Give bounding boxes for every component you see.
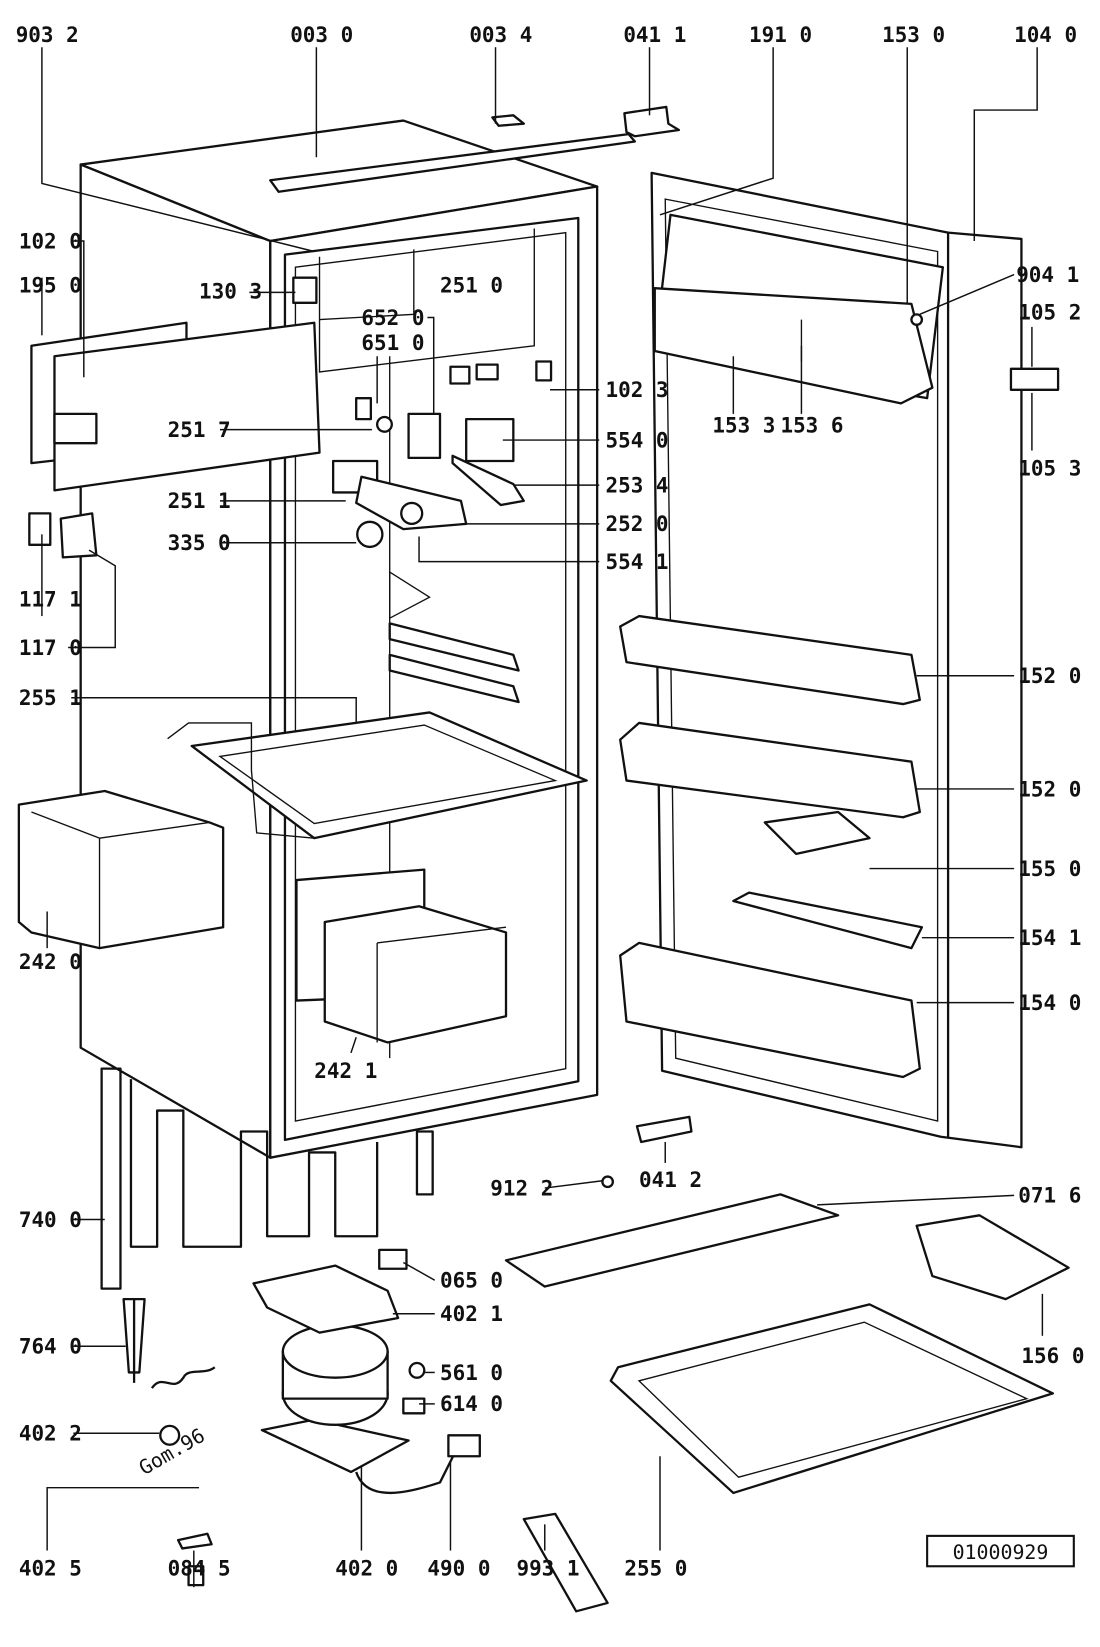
part-label: 554 0 bbox=[606, 428, 669, 452]
leader-lines bbox=[41, 47, 1044, 1588]
part-label: 041 2 bbox=[639, 1168, 702, 1192]
part-label: 117 0 bbox=[19, 636, 82, 660]
door-shelves bbox=[619, 614, 924, 1079]
part-label: 065 0 bbox=[440, 1269, 503, 1293]
part-label: 912 2 bbox=[490, 1176, 553, 1200]
part-label: 041 1 bbox=[623, 23, 686, 47]
part-label: 084 5 bbox=[168, 1557, 231, 1581]
part-label: 152 0 bbox=[1018, 777, 1081, 801]
drawing-code: 01000929 bbox=[953, 1541, 1049, 1564]
part-label: 402 2 bbox=[19, 1422, 82, 1446]
part-label: 104 0 bbox=[1014, 23, 1077, 47]
part-label: 614 0 bbox=[440, 1392, 503, 1416]
bottom-parts bbox=[504, 1115, 1070, 1613]
part-label: 335 0 bbox=[168, 531, 231, 555]
leader-line bbox=[659, 47, 774, 216]
leader-line bbox=[71, 697, 357, 723]
part-label: 740 0 bbox=[19, 1208, 82, 1232]
part-label: 102 3 bbox=[606, 378, 669, 402]
part-label: 255 0 bbox=[624, 1557, 687, 1581]
leader-line bbox=[544, 1180, 603, 1189]
part-label: 155 0 bbox=[1018, 857, 1081, 881]
hinge-041-1 bbox=[623, 105, 681, 138]
drawing-code-box bbox=[926, 1534, 1075, 1568]
part-label: 561 0 bbox=[440, 1361, 503, 1385]
leader-line bbox=[68, 549, 116, 649]
leader-line bbox=[41, 47, 315, 253]
leader-line bbox=[817, 1194, 1015, 1206]
part-label: 554 1 bbox=[606, 550, 669, 574]
part-label: 105 2 bbox=[1018, 301, 1081, 325]
part-label: 651 0 bbox=[361, 331, 424, 355]
part-label: 402 1 bbox=[440, 1302, 503, 1326]
crisper-242-0 bbox=[17, 789, 225, 950]
part-label: 242 1 bbox=[314, 1059, 377, 1083]
part-label: 102 0 bbox=[19, 229, 82, 253]
part-label: 153 6 bbox=[780, 414, 843, 438]
part-label: 251 0 bbox=[440, 273, 503, 297]
part-label: 251 7 bbox=[168, 418, 231, 442]
part-label: 903 2 bbox=[16, 23, 79, 47]
part-label: 252 0 bbox=[606, 512, 669, 536]
part-label: 993 1 bbox=[516, 1557, 579, 1581]
leader-line bbox=[427, 316, 435, 414]
part-label: 242 0 bbox=[19, 950, 82, 974]
compressor-402-0 bbox=[122, 1248, 481, 1587]
top-trim-003-0 bbox=[269, 114, 637, 193]
part-label: 764 0 bbox=[19, 1335, 82, 1359]
part-label: 071 6 bbox=[1018, 1184, 1081, 1208]
leader-line bbox=[418, 536, 600, 563]
part-label: 153 0 bbox=[882, 23, 945, 47]
part-label: 253 4 bbox=[606, 473, 669, 497]
part-label: 255 1 bbox=[19, 686, 82, 710]
leader-line bbox=[919, 273, 1015, 316]
part-label: 152 0 bbox=[1018, 664, 1081, 688]
part-label: 153 3 bbox=[712, 414, 775, 438]
part-label: 154 0 bbox=[1018, 991, 1081, 1015]
leader-line bbox=[350, 1036, 357, 1054]
part-label: 195 0 bbox=[19, 273, 82, 297]
leader-line bbox=[71, 240, 85, 378]
condenser-740-0 bbox=[100, 1067, 434, 1290]
part-label: 105 3 bbox=[1018, 457, 1081, 481]
leader-line bbox=[46, 1486, 200, 1551]
part-label: 156 0 bbox=[1021, 1344, 1084, 1368]
hinge-parts-117 bbox=[28, 512, 98, 559]
part-label: 652 0 bbox=[361, 306, 424, 330]
part-label: 191 0 bbox=[749, 23, 812, 47]
part-label: 003 4 bbox=[469, 23, 532, 47]
part-label: 251 1 bbox=[168, 489, 231, 513]
part-label: 130 3 bbox=[199, 280, 262, 304]
part-label: 154 1 bbox=[1018, 926, 1081, 950]
part-labels: 903 2 003 0 003 4 041 1 191 0 153 0 104 0 102 0… bbox=[16, 23, 1085, 1581]
part-label: 003 0 bbox=[290, 23, 353, 47]
part-label: 117 1 bbox=[19, 588, 82, 612]
glass-shelf-255-1 bbox=[167, 711, 588, 840]
part-label: 490 0 bbox=[427, 1557, 490, 1581]
crisper-242-1 bbox=[295, 868, 508, 1044]
part-label: 402 5 bbox=[19, 1557, 82, 1581]
part-label: 904 1 bbox=[1016, 263, 1079, 287]
part-label: 402 0 bbox=[335, 1557, 398, 1581]
leader-line bbox=[973, 47, 1038, 242]
freezer-compartment-door-102-0 bbox=[30, 321, 321, 492]
leader-line bbox=[402, 1261, 436, 1281]
